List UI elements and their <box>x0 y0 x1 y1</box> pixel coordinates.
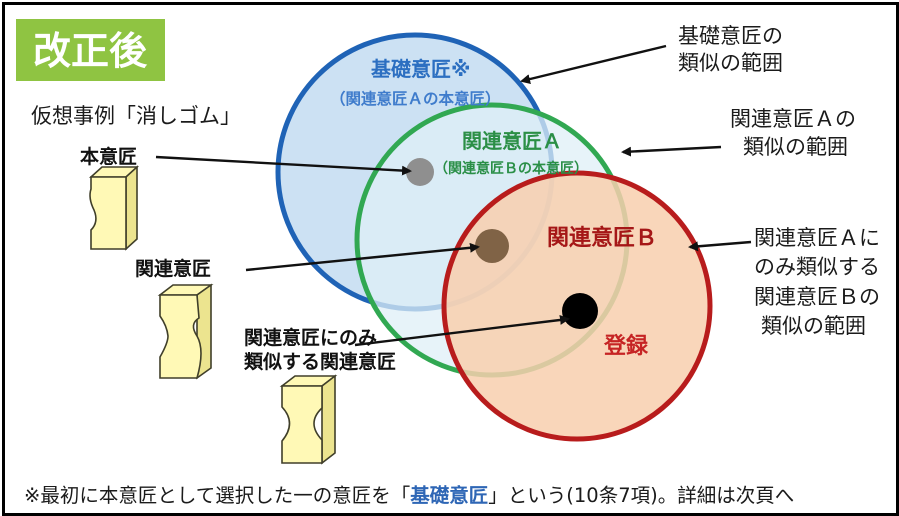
revision-badge-label: 改正後 <box>33 29 148 73</box>
related-design-a-title: 関連意匠Ａ <box>462 129 562 153</box>
hypothetical-case-label: 仮想事例「消しゴム」 <box>31 104 241 128</box>
b-range-label-line1: 関連意匠Ａに <box>754 226 880 250</box>
registered-label: 登録 <box>603 333 649 359</box>
base-design-subtitle: （関連意匠Ａの本意匠） <box>330 89 501 108</box>
related-design-b-title: 関連意匠Ｂ <box>547 225 657 251</box>
related-design-arrow <box>245 242 480 272</box>
main-design-eraser-figure <box>88 165 140 251</box>
base-range-label-line1: 基礎意匠の <box>678 24 783 48</box>
b-range-label-line4: 類似の範囲 <box>761 314 866 338</box>
base-range-label-line2: 類似の範囲 <box>678 51 783 75</box>
related-design-point <box>475 229 509 263</box>
footer-note-after: 」という(10条7項)。詳細は次頁へ <box>488 484 794 507</box>
footer-note-before: ※最初に本意匠として選択した一の意匠を「 <box>24 484 410 507</box>
related-only-design-point <box>562 293 598 329</box>
b-range-label-line2: のみ類似する <box>754 255 880 279</box>
footer-note: ※最初に本意匠として選択した一の意匠を「基礎意匠」という(10条7項)。詳細は次… <box>24 484 794 507</box>
main-design-arrow <box>155 155 412 176</box>
related-only-design-label-line1: 関連意匠にのみ <box>244 326 377 349</box>
related-design-label: 関連意匠 <box>135 257 211 280</box>
base-design-title: 基礎意匠※ <box>371 57 470 81</box>
a-range-label-line1: 関連意匠Ａの <box>730 107 856 131</box>
a-range-arrow <box>621 145 722 157</box>
related-design-eraser-figure <box>157 283 214 380</box>
related-design-a-subtitle: （関連意匠Ｂの本意匠） <box>434 160 588 177</box>
related-only-design-label-line2: 類似する関連意匠 <box>243 350 396 373</box>
revision-badge <box>16 19 165 81</box>
footer-note-emphasis: 基礎意匠 <box>409 484 488 507</box>
base-range-arrow <box>520 44 667 84</box>
related-only-design-eraser-figure <box>279 374 338 465</box>
main-design-label: 本意匠 <box>80 145 137 168</box>
b-range-arrow <box>688 240 752 252</box>
main-design-point <box>406 158 434 186</box>
related-only-design-arrow <box>354 315 570 347</box>
a-range-label-line2: 類似の範囲 <box>743 135 848 159</box>
b-range-label-line3: 関連意匠Ｂの <box>754 285 880 309</box>
